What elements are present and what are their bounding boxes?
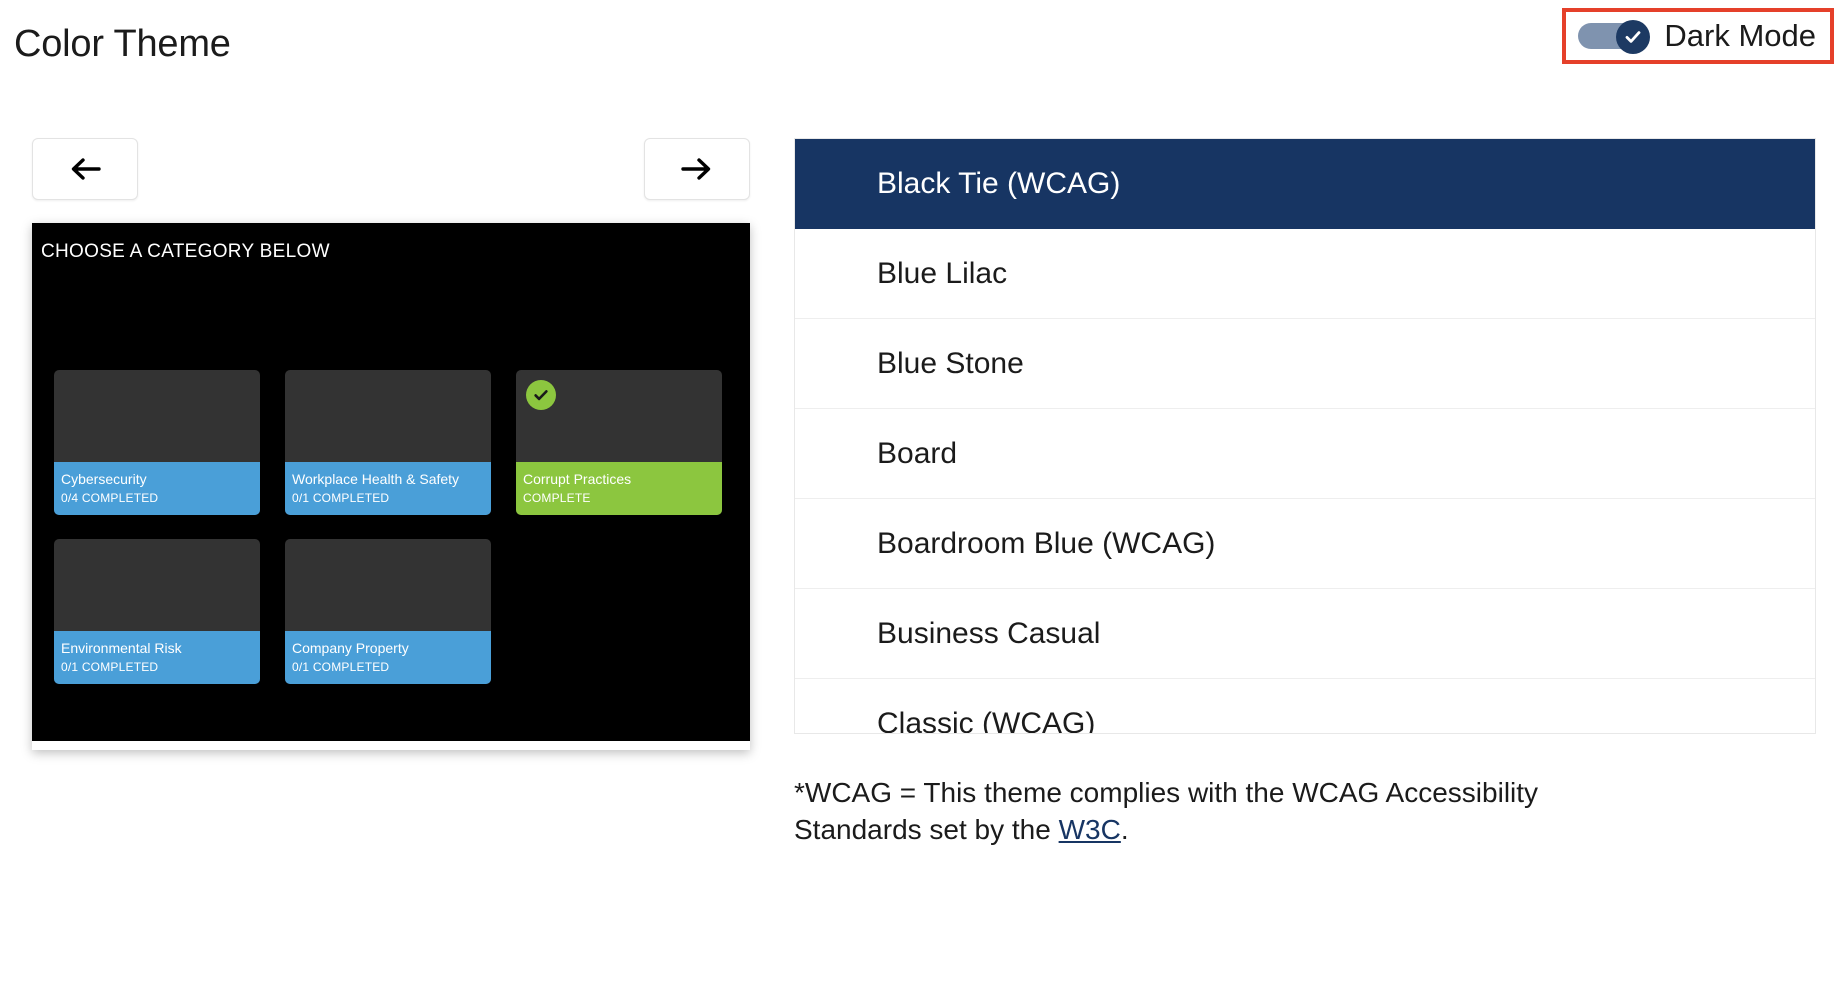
tile-status: 0/1 COMPLETED	[292, 491, 390, 505]
w3c-link[interactable]: W3C	[1058, 814, 1121, 845]
toggle-knob	[1616, 20, 1651, 54]
category-tile[interactable]: Environmental Risk 0/1 COMPLETED	[54, 539, 260, 684]
category-tile[interactable]: Cybersecurity 0/4 COMPLETED	[54, 370, 260, 515]
theme-list-item-blue-lilac[interactable]: Blue Lilac	[795, 229, 1815, 319]
theme-list-item-black-tie[interactable]: Black Tie (WCAG)	[795, 139, 1815, 229]
theme-list[interactable]: Black Tie (WCAG) Blue Lilac Blue Stone B…	[794, 138, 1816, 734]
tile-name: Environmental Risk	[61, 640, 182, 656]
tile-status: 0/1 COMPLETED	[292, 660, 390, 674]
page-title: Color Theme	[14, 23, 231, 65]
wcag-footnote: *WCAG = This theme complies with the WCA…	[794, 774, 1554, 848]
tile-name: Corrupt Practices	[523, 471, 632, 487]
theme-preview-card: CHOOSE A CATEGORY BELOW Cybersecurity 0/…	[32, 223, 750, 750]
tile-footer: Workplace Health & Safety 0/1 COMPLETED	[285, 462, 491, 515]
wcag-footnote-text: *WCAG = This theme complies with the WCA…	[794, 777, 1539, 845]
theme-name: Boardroom Blue (WCAG)	[877, 526, 1216, 560]
tile-footer: Company Property 0/1 COMPLETED	[285, 631, 491, 684]
theme-name: Blue Stone	[877, 346, 1024, 380]
category-tile[interactable]: Workplace Health & Safety 0/1 COMPLETED	[285, 370, 491, 515]
category-tile[interactable]: Corrupt Practices COMPLETE	[516, 370, 722, 515]
tile-status: COMPLETE	[523, 491, 591, 505]
theme-name: Black Tie (WCAG)	[877, 166, 1121, 200]
tile-name: Workplace Health & Safety	[292, 471, 460, 487]
preview-heading: CHOOSE A CATEGORY BELOW	[41, 241, 330, 262]
preview-column: CHOOSE A CATEGORY BELOW Cybersecurity 0/…	[32, 138, 750, 750]
arrow-left-icon	[68, 156, 102, 182]
completed-check-icon	[526, 380, 556, 410]
tile-footer: Environmental Risk 0/1 COMPLETED	[54, 631, 260, 684]
theme-list-item-business-casual[interactable]: Business Casual	[795, 589, 1815, 679]
check-icon	[1623, 27, 1643, 47]
next-theme-button[interactable]	[644, 138, 750, 200]
preview-nav	[32, 138, 750, 200]
theme-name: Business Casual	[877, 616, 1101, 650]
category-tile-grid: Cybersecurity 0/4 COMPLETED Workplace He…	[54, 370, 744, 684]
dark-mode-toggle-highlight: Dark Mode	[1562, 8, 1834, 64]
category-tile[interactable]: Company Property 0/1 COMPLETED	[285, 539, 491, 684]
arrow-right-icon	[680, 156, 714, 182]
theme-list-item-blue-stone[interactable]: Blue Stone	[795, 319, 1815, 409]
theme-list-item-board[interactable]: Board	[795, 409, 1815, 499]
dark-mode-toggle[interactable]	[1578, 20, 1651, 54]
tile-name: Cybersecurity	[61, 471, 147, 487]
tile-footer: Cybersecurity 0/4 COMPLETED	[54, 462, 260, 515]
theme-list-item-classic[interactable]: Classic (WCAG)	[795, 679, 1815, 734]
theme-list-column: Black Tie (WCAG) Blue Lilac Blue Stone B…	[794, 138, 1816, 848]
theme-name: Classic (WCAG)	[877, 706, 1096, 734]
theme-name: Blue Lilac	[877, 256, 1008, 290]
theme-list-item-boardroom-blue[interactable]: Boardroom Blue (WCAG)	[795, 499, 1815, 589]
tile-footer: Corrupt Practices COMPLETE	[516, 462, 722, 515]
tile-status: 0/1 COMPLETED	[61, 660, 159, 674]
tile-name: Company Property	[292, 640, 409, 656]
theme-name: Board	[877, 436, 958, 470]
wcag-footnote-period: .	[1120, 814, 1129, 845]
previous-theme-button[interactable]	[32, 138, 138, 200]
dark-mode-label: Dark Mode	[1664, 18, 1816, 53]
tile-status: 0/4 COMPLETED	[61, 491, 159, 505]
